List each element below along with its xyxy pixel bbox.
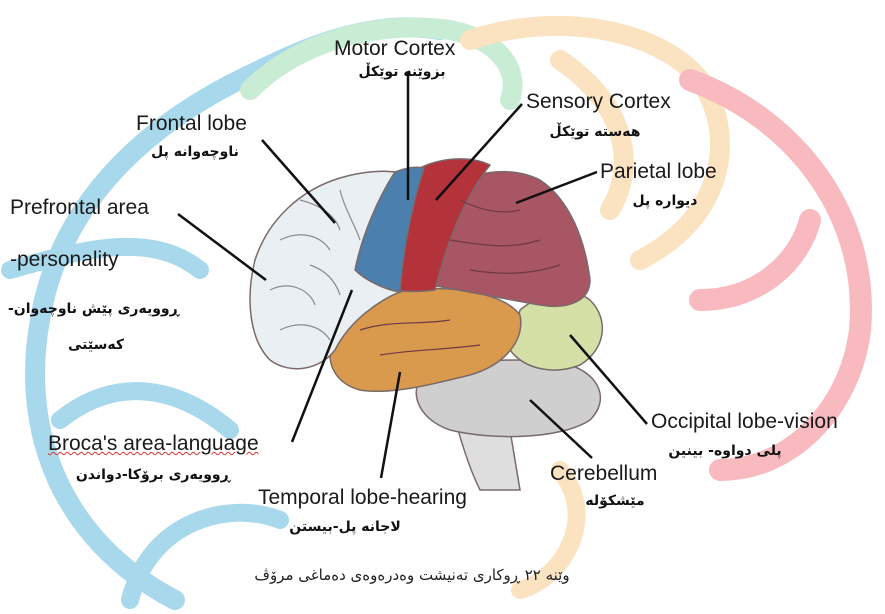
cerebellum-label-ku: مێشكۆله bbox=[580, 492, 650, 510]
motor-cortex-label-ku: بزوێنه توێكڵ bbox=[342, 63, 462, 81]
broca-area-label-ku: ڕوویەری برۆكا-دواندن bbox=[68, 466, 238, 484]
frontal-lobe-label-ku: ناوچەوانه پل bbox=[140, 143, 250, 161]
parietal-lobe-label-ku: دیواره پل bbox=[620, 192, 710, 210]
broca-area-label-text: Broca's area-language bbox=[48, 432, 259, 455]
prefrontal-personality-label: -personality bbox=[10, 248, 119, 272]
temporal-lobe-label: Temporal lobe-hearing bbox=[258, 486, 467, 510]
sensory-cortex-label: Sensory Cortex bbox=[526, 90, 671, 114]
temporal-lobe-label-ku: لاجانه پل-بیستن bbox=[280, 518, 410, 536]
broca-area-label: Broca's area-language bbox=[48, 432, 259, 456]
parietal-lobe-label: Parietal lobe bbox=[600, 160, 717, 184]
occipital-lobe-label: Occipital lobe-vision bbox=[651, 410, 838, 434]
cerebellum-label: Cerebellum bbox=[550, 462, 657, 486]
prefrontal-label-ku-line2: كەسێتی bbox=[56, 336, 136, 354]
brain bbox=[250, 159, 602, 490]
occipital-lobe-label-ku: پلی دواوه- بینین bbox=[655, 442, 795, 460]
prefrontal-label-ku-line1: ڕوویەری پێش ناوچەوان- bbox=[8, 300, 188, 318]
prefrontal-area-label: Prefrontal area bbox=[10, 196, 149, 220]
sensory-cortex-label-ku: هەسته توێكڵ bbox=[545, 123, 645, 141]
frontal-lobe-label: Frontal lobe bbox=[136, 112, 247, 136]
motor-cortex-label: Motor Cortex bbox=[334, 37, 455, 61]
figure-caption: وێنه‌ ٢٢ ڕوکاری ته‌نیشت وەدرەوەی دەماغی … bbox=[232, 566, 592, 584]
